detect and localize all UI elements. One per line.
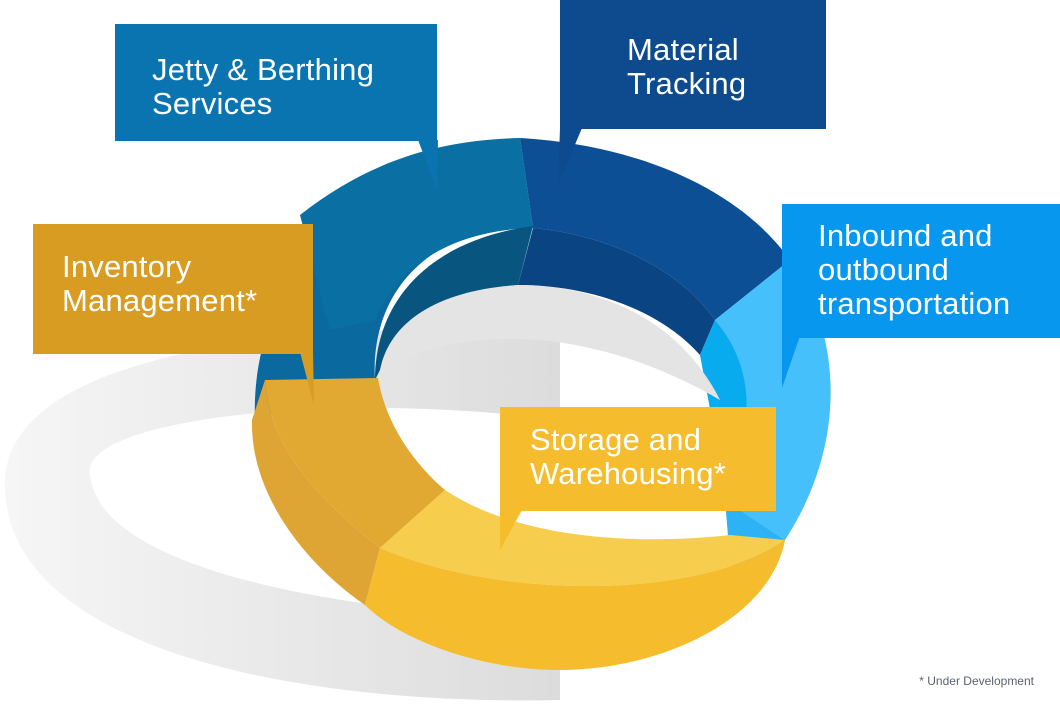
callout-jetty-line-1: Jetty & Berthing: [152, 52, 375, 87]
segment-storage-top: [380, 490, 785, 587]
callout-material-line-2: Tracking: [627, 66, 747, 101]
pointer-inventory: [300, 352, 314, 405]
ring-hole: [380, 285, 720, 400]
callout-inbound: Inbound and outbound transportation: [782, 204, 1060, 338]
segment-inventory-side: [265, 378, 445, 548]
callout-inventory-line-1: Inventory: [62, 249, 192, 284]
callout-inbound-line-2: outbound: [818, 252, 949, 287]
floor-shadow: [4, 328, 560, 701]
callout-inbound-line-3: transportation: [818, 286, 1011, 321]
callout-inbound-line-1: Inbound and: [818, 218, 993, 253]
segment-material-top: [520, 138, 790, 320]
pointer-material: [558, 128, 582, 185]
callout-jetty-line-2: Services: [152, 86, 273, 121]
callout-storage-line-1: Storage and: [530, 422, 702, 457]
pointer-storage: [500, 510, 522, 550]
callout-material-line-1: Material: [627, 32, 739, 67]
segment-jetty-inner: [375, 226, 533, 380]
callout-storage-line-2: Warehousing*: [530, 456, 726, 491]
segment-inventory-front: [251, 380, 380, 605]
callout-inventory-line-2: Management*: [62, 283, 258, 318]
pointer-inbound: [782, 336, 800, 388]
segment-storage-front: [365, 540, 785, 670]
segment-material-inner: [518, 228, 715, 355]
segment-jetty-top: [300, 138, 533, 330]
callout-jetty: Jetty & Berthing Services: [115, 24, 437, 141]
footnote: * Under Development: [919, 674, 1034, 688]
callout-inventory: Inventory Management*: [33, 224, 313, 354]
callout-storage: Storage and Warehousing*: [500, 407, 776, 511]
callout-material: Material Tracking: [560, 0, 826, 129]
pointer-jetty: [418, 140, 438, 190]
